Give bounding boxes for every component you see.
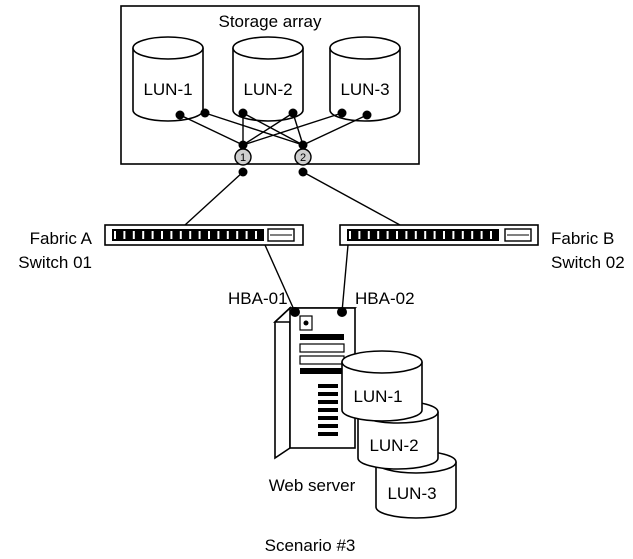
switch-port-slot [461,231,464,239]
switch-port-slot [386,231,389,239]
switch-port-slot [245,231,248,239]
server-lun-1: LUN-1 [341,350,423,422]
switch-port-slot [236,231,239,239]
switch-port-slot [114,231,116,239]
switch-01 [104,224,304,246]
switch-port-slot [358,231,361,239]
web-server-label: Web server [269,476,356,495]
switch-port-slot [414,231,417,239]
switch-port-slot [443,231,445,239]
switch-port-slot [377,231,380,239]
switch-port-slot [142,231,145,239]
link-switch01-hba01 [264,244,296,313]
switch-port-slot [161,231,163,239]
switch-port-slot [433,231,436,239]
switch-port-slot [132,231,135,239]
switch-02 [339,224,539,246]
switch-port-slot [226,231,229,239]
switch-01-label-name: Switch 01 [18,253,92,272]
array-lun-1-label: LUN-1 [143,80,192,99]
array-lun-2-label: LUN-2 [243,80,292,99]
array-lun-3-label: LUN-3 [340,80,389,99]
switch-port-slot [123,231,126,239]
hba-02-label: HBA-02 [355,289,415,308]
hba-01-label: HBA-01 [228,289,288,308]
link-port2-switch02 [302,171,401,226]
port-2-label: 2 [300,152,306,164]
switch-port-slot [480,231,483,239]
array-lun-2: LUN-2 [232,36,304,122]
diagram-caption: Scenario #3 [265,536,356,555]
switch-port-slot [151,231,154,239]
array-lun-1: LUN-1 [132,36,204,122]
switch-02-label-name: Switch 02 [551,253,625,272]
switch-port-slot [170,231,173,239]
storage-array: Storage array LUN-1 LUN-2 LUN-3 [120,5,420,177]
fabric-links [184,171,401,226]
switch-port-slot [255,231,257,239]
hba-links [264,244,349,313]
switch-02-label-fabric: Fabric B [551,229,614,248]
switch-port-slot [179,231,182,239]
array-lun-3: LUN-3 [329,36,401,122]
switch-port-slot [405,231,408,239]
server-lun-2-label: LUN-2 [369,436,418,455]
server-lun-1-label: LUN-1 [353,387,402,406]
port-2: 2 [294,148,312,166]
switch-port-slot [396,231,398,239]
switch-port-slot [208,231,210,239]
link-switch02-hba02 [341,244,349,313]
switch-port-slot [471,231,474,239]
switch-port-slot [217,231,220,239]
switch-01-label-fabric: Fabric A [30,229,93,248]
array-internal-links [179,112,368,146]
switch-port-slot [490,231,492,239]
switch-port-slot [349,231,351,239]
port-1-label: 1 [240,152,246,164]
array-connection-dots [175,108,372,150]
switch-port-slot [189,231,192,239]
hba-01-port [290,307,300,317]
switch-port-slot [198,231,201,239]
switch-port-slot [367,231,370,239]
link-port1-switch01 [184,171,244,226]
port-1: 1 [234,148,252,166]
switch-port-slot [452,231,455,239]
storage-array-title: Storage array [219,12,322,31]
port-bottom-dots [238,167,308,177]
hba-02-port [337,307,347,317]
server-vents [318,384,338,436]
server-lun-3-label: LUN-3 [387,484,436,503]
web-server [272,306,358,460]
switch-port-slot [424,231,427,239]
